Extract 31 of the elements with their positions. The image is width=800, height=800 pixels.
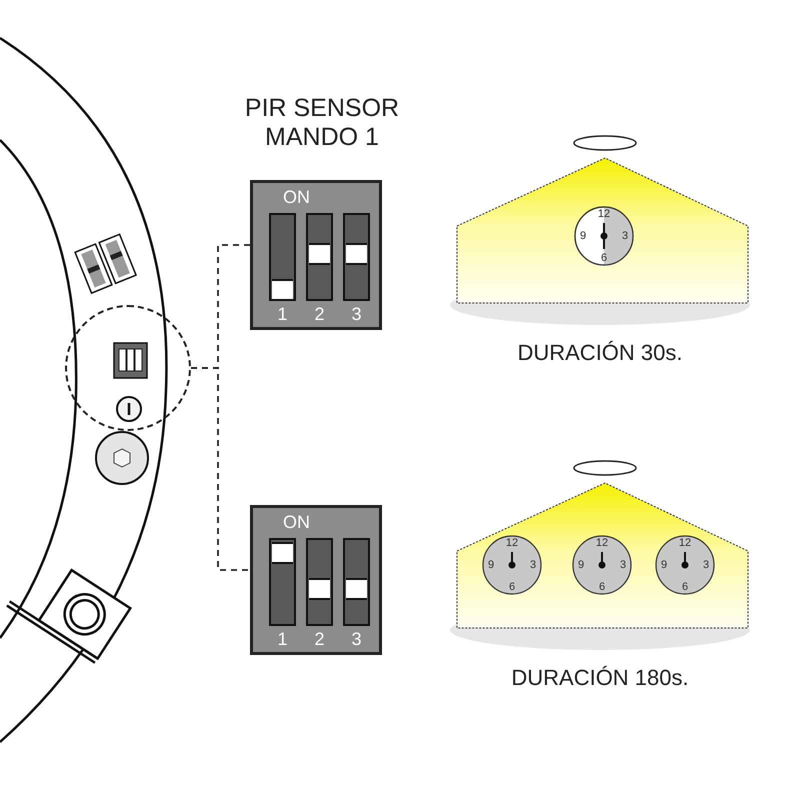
clock-number: 12: [504, 537, 520, 549]
switch-number: 1: [276, 303, 288, 325]
clock-number: 6: [598, 581, 606, 593]
dashed-connector: [191, 367, 250, 571]
switch-number: 2: [313, 628, 326, 650]
clock-number: 12: [594, 537, 610, 549]
switch-number: 2: [313, 303, 326, 325]
switch-number: 3: [350, 303, 362, 325]
switch-number: 3: [350, 628, 362, 650]
clock-number: 12: [596, 208, 612, 220]
duration-caption: DURACIÓN 30s.: [516, 340, 684, 366]
clock-number: 9: [486, 559, 496, 571]
clock-number: 3: [528, 559, 538, 571]
on-label: ON: [283, 187, 310, 207]
clock-number: 9: [576, 559, 586, 571]
clock-number: 3: [620, 230, 630, 242]
clock-number: 3: [618, 559, 628, 571]
clock-number: 9: [578, 230, 588, 242]
switch-number: 1: [276, 628, 288, 650]
clock-number: 9: [660, 559, 668, 571]
clock-number: 6: [600, 252, 608, 264]
duration-caption: DURACIÓN 180s.: [510, 665, 690, 691]
dashed-circle-highlight: [65, 305, 191, 431]
diagram-title: PIR SENSOR MANDO 1: [244, 94, 400, 152]
clock-number: 12: [678, 537, 692, 549]
on-label: ON: [283, 512, 310, 532]
clock-number: 3: [702, 559, 710, 571]
dip-switch-block: [250, 505, 382, 655]
dip-switch-block: [250, 180, 382, 330]
clock-number: 6: [508, 581, 516, 593]
clock-number: 6: [680, 581, 690, 593]
